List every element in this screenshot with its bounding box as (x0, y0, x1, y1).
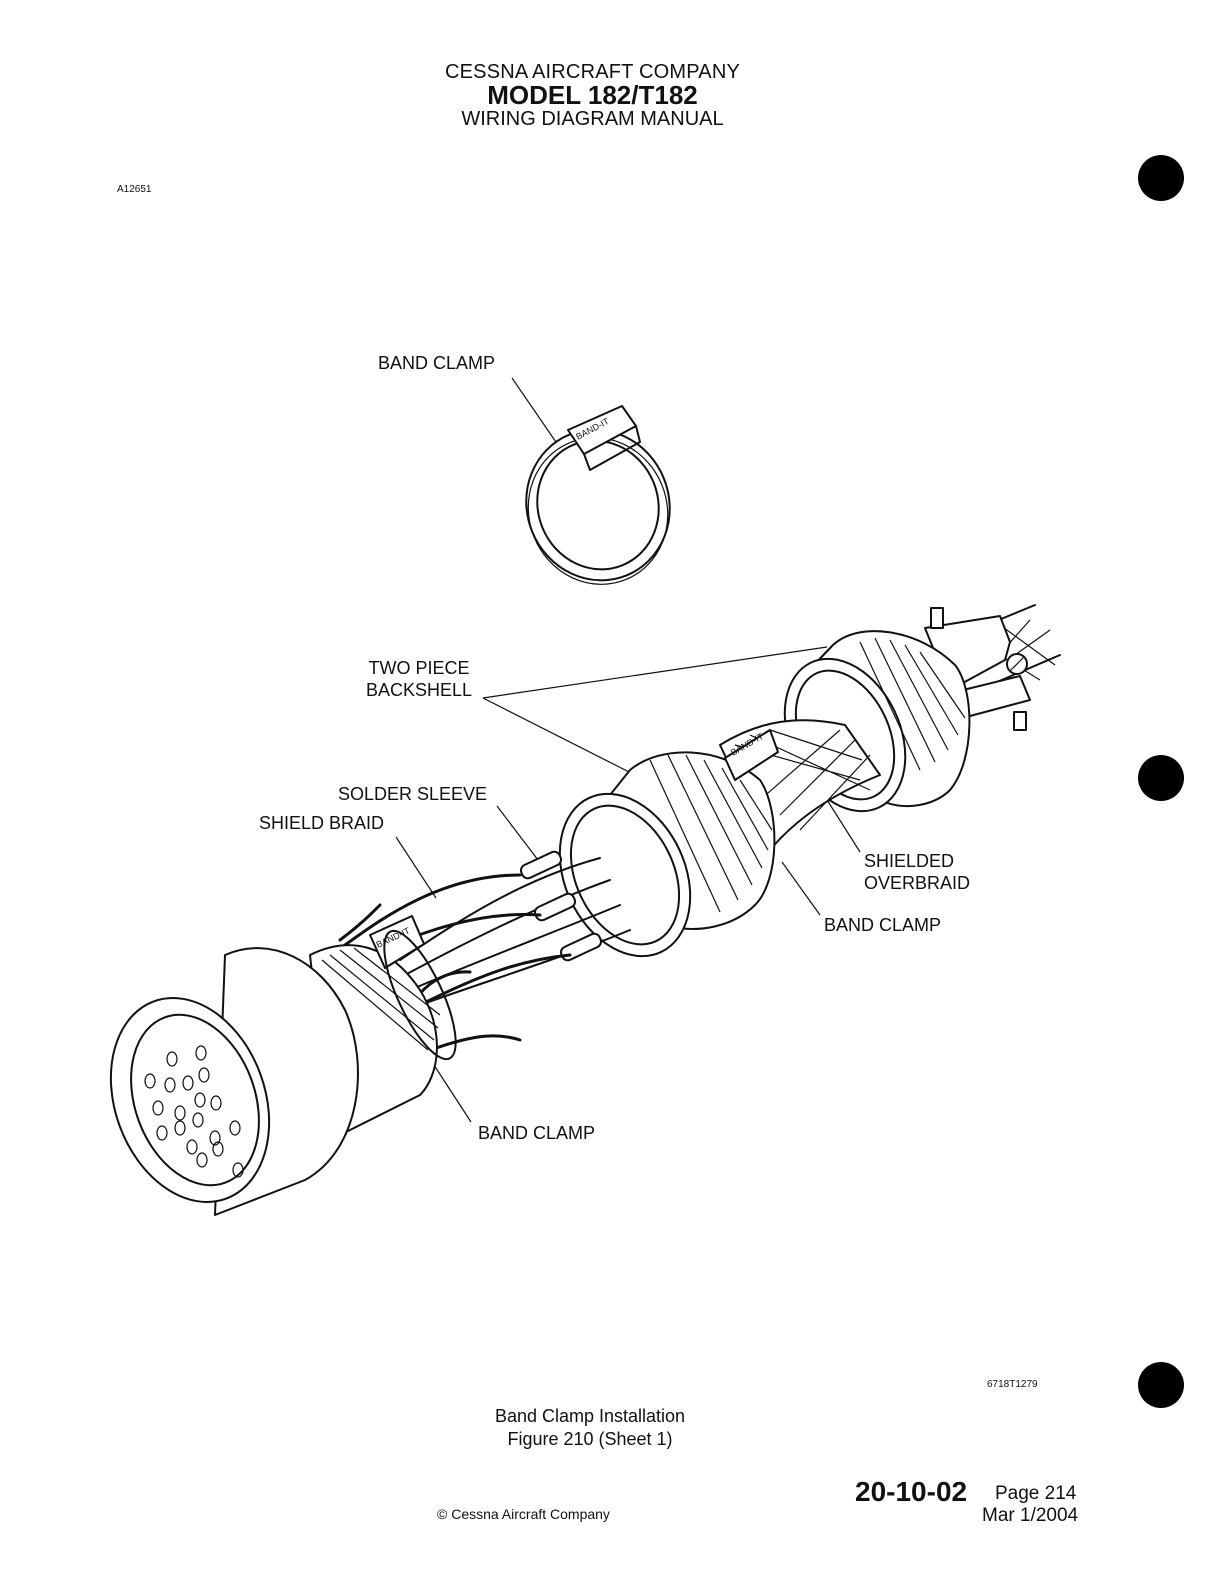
company-name: CESSNA AIRCRAFT COMPANY (444, 61, 741, 83)
page-header: CESSNA AIRCRAFT COMPANY MODEL 182/T182 W… (0, 62, 1185, 129)
punch-hole-bottom (1138, 1362, 1184, 1408)
label-shield-braid: SHIELD BRAID (259, 813, 385, 833)
label-band-clamp-right: BAND CLAMP (824, 915, 942, 935)
label-two-piece-backshell: TWO PIECE BACKSHELL (366, 657, 472, 701)
backshell-front-half (558, 729, 779, 958)
contact-pins (144, 1045, 244, 1178)
label-two-piece-line2: BACKSHELL (366, 680, 473, 700)
label-shielded-line1: SHIELDED (864, 851, 955, 871)
label-shielded-line2: OVERBRAID (864, 873, 971, 893)
figure-caption: Band Clamp Installation Figure 210 (Shee… (0, 1405, 1180, 1451)
label-shielded-overbraid: SHIELDED OVERBRAID (864, 850, 970, 894)
label-band-clamp-bottom: BAND CLAMP (478, 1123, 596, 1143)
label-solder-sleeve: SOLDER SLEEVE (338, 784, 488, 804)
connector-body (109, 915, 457, 1216)
caption-figure: Figure 210 (Sheet 1) (507, 1429, 673, 1449)
label-two-piece-line1: TWO PIECE (368, 658, 470, 678)
figure-id: A12651 (117, 184, 152, 195)
caption-title: Band Clamp Installation (494, 1406, 686, 1426)
model-title: MODEL 182/T182 (487, 80, 698, 110)
punch-hole-top (1138, 155, 1184, 201)
punch-hole-middle (1138, 755, 1184, 801)
page-date: Mar 1/2004 (982, 1505, 1079, 1526)
copyright: © Cessna Aircraft Company (437, 1506, 610, 1522)
label-band-clamp-top: BAND CLAMP (378, 353, 496, 373)
leader-lines (395, 377, 861, 1123)
band-clamp-ring (525, 405, 671, 585)
drawing-number: 6718T1279 (987, 1379, 1038, 1390)
page-number: Page 214 (995, 1483, 1077, 1504)
section-number: 20-10-02 (855, 1476, 968, 1507)
manual-title: WIRING DIAGRAM MANUAL (461, 108, 724, 130)
